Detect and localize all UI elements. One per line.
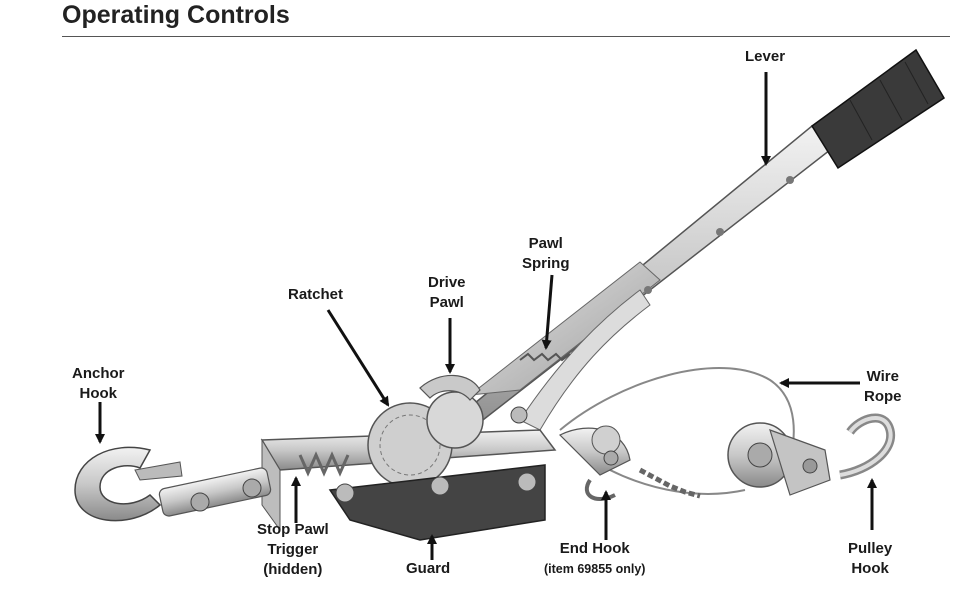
label-wire-rope-line1: Wire bbox=[866, 368, 899, 385]
label-ratchet-text: Ratchet bbox=[288, 286, 344, 303]
label-drive-pawl: Drive Pawl bbox=[428, 273, 466, 313]
label-wire-rope-line2: Rope bbox=[864, 388, 902, 405]
callout-arrows bbox=[95, 72, 877, 560]
pulley-hook bbox=[727, 413, 896, 496]
title-divider bbox=[62, 36, 950, 37]
arrow-ratchet bbox=[326, 309, 390, 407]
label-anchor-hook: Anchor Hook bbox=[72, 364, 125, 404]
label-drive-pawl-line2: Pawl bbox=[429, 294, 464, 311]
ratchet bbox=[367, 391, 484, 488]
label-pawl-spring: Pawl Spring bbox=[522, 234, 570, 274]
label-anchor-hook-line2: Hook bbox=[79, 385, 118, 402]
label-lever: Lever bbox=[745, 47, 785, 67]
arrow-pawl-spring bbox=[541, 274, 554, 350]
label-wire-rope: Wire Rope bbox=[864, 367, 902, 407]
anchor-hook bbox=[74, 446, 272, 522]
wire-rope bbox=[559, 367, 795, 495]
end-hook bbox=[558, 425, 701, 501]
pawl-spring bbox=[519, 352, 571, 362]
label-end-hook-line1: End Hook bbox=[559, 540, 630, 557]
label-drive-pawl-line1: Drive bbox=[428, 274, 466, 291]
label-anchor-hook-line1: Anchor bbox=[72, 365, 125, 382]
label-pawl-spring-line2: Spring bbox=[522, 255, 570, 272]
label-lever-text: Lever bbox=[745, 48, 786, 65]
lever-grip bbox=[810, 48, 946, 170]
label-guard: Guard bbox=[406, 559, 450, 579]
lever bbox=[429, 124, 832, 441]
stop-pawl-spring bbox=[298, 451, 350, 477]
label-stop-pawl-line1: Stop Pawl bbox=[257, 521, 329, 538]
drive-pawl bbox=[419, 374, 481, 401]
label-stop-pawl-line2: Trigger bbox=[267, 541, 319, 558]
label-pulley-hook-line1: Pulley bbox=[848, 540, 893, 557]
label-guard-text: Guard bbox=[406, 560, 451, 577]
guard bbox=[328, 406, 546, 541]
label-pulley-hook-line2: Hook bbox=[851, 560, 889, 577]
label-ratchet: Ratchet bbox=[288, 285, 343, 305]
label-end-hook: End Hook (item 69855 only) bbox=[544, 539, 645, 579]
label-stop-pawl-line3: (hidden) bbox=[263, 561, 323, 578]
label-pulley-hook: Pulley Hook bbox=[848, 539, 892, 579]
label-stop-pawl-trigger: Stop Pawl Trigger (hidden) bbox=[257, 520, 329, 580]
page-title: Operating Controls bbox=[62, 1, 290, 29]
label-pawl-spring-line1: Pawl bbox=[528, 235, 563, 252]
label-end-hook-line2: (item 69855 only) bbox=[544, 562, 646, 576]
